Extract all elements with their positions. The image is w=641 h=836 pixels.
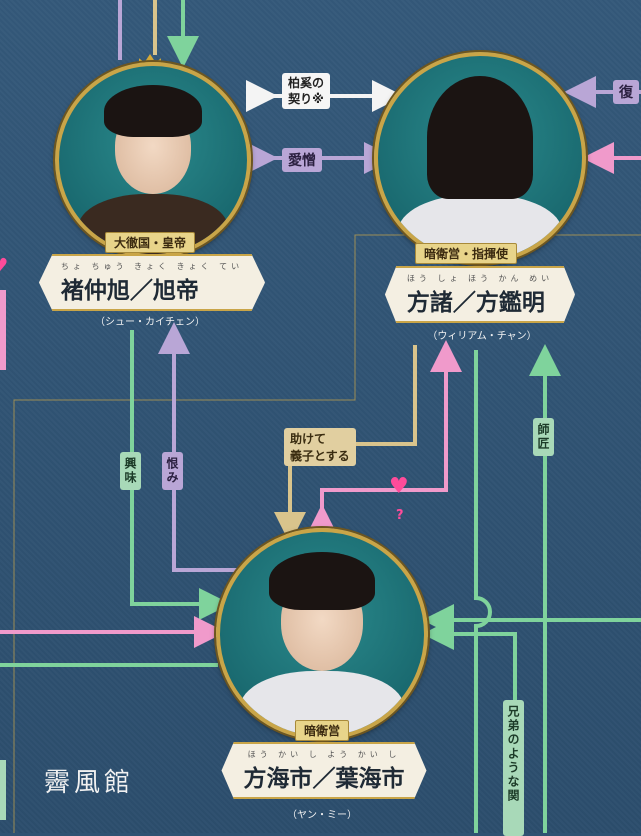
title-tag-xu: 大徹国・皇帝 <box>104 232 196 253</box>
heart-icon: ♥ <box>389 474 409 499</box>
label-pact: 柏奚の 契り※ <box>282 73 331 109</box>
name-plate-fang: ほう しょ ほう かん めい 方諸／方鑑明 <box>384 266 576 323</box>
label-grudge: 恨み <box>162 452 183 490</box>
ruby-hai: ほう かい し よう かい し <box>247 750 401 759</box>
label-pact-line2: 契り※ <box>288 92 324 106</box>
ruby-fang: ほう しょ ほう かん めい <box>406 274 554 283</box>
actor-xu: （シュー・カイチェン） <box>95 317 205 328</box>
question-mark: ? <box>396 508 404 523</box>
name-plate-xu: ちょ ちゅう きょく きょく てい 褚仲旭／旭帝 <box>38 254 266 311</box>
label-adopt-line1: 助けて <box>290 432 327 446</box>
avatar-xu <box>55 62 251 258</box>
label-love-hate: 愛憎 <box>282 148 322 172</box>
partial-heart-icon: ♥ <box>0 255 9 276</box>
name-fang: 方諸／方鑑明 <box>406 289 545 316</box>
label-master: 師匠 <box>533 418 554 456</box>
place-name: 霽風館 <box>44 768 135 798</box>
ruby-xu: ちょ ちゅう きょく きょく てい <box>60 262 244 271</box>
title-tag-hai: 暗衛営 <box>294 720 350 741</box>
label-interest: 興味 <box>120 452 141 490</box>
label-adopt: 助けて 義子とする <box>284 428 356 466</box>
avatar-fang <box>374 52 586 264</box>
actor-hai: （ヤン・ミー） <box>287 810 357 821</box>
actor-fang: （ウィリアム・チャン） <box>427 331 537 342</box>
name-plate-hai: ほう かい し よう かい し 方海市／葉海市 <box>221 742 427 799</box>
label-fukushu-partial: 復 <box>613 80 639 104</box>
name-hai: 方海市／葉海市 <box>243 765 405 792</box>
label-sibling-like: 兄弟のような関 <box>503 700 524 836</box>
avatar-hai <box>216 528 428 740</box>
label-pact-line1: 柏奚の <box>288 76 325 90</box>
title-tag-fang: 暗衛営・指揮使 <box>414 243 518 264</box>
label-adopt-line2: 義子とする <box>290 449 350 463</box>
name-xu: 褚仲旭／旭帝 <box>60 277 199 304</box>
